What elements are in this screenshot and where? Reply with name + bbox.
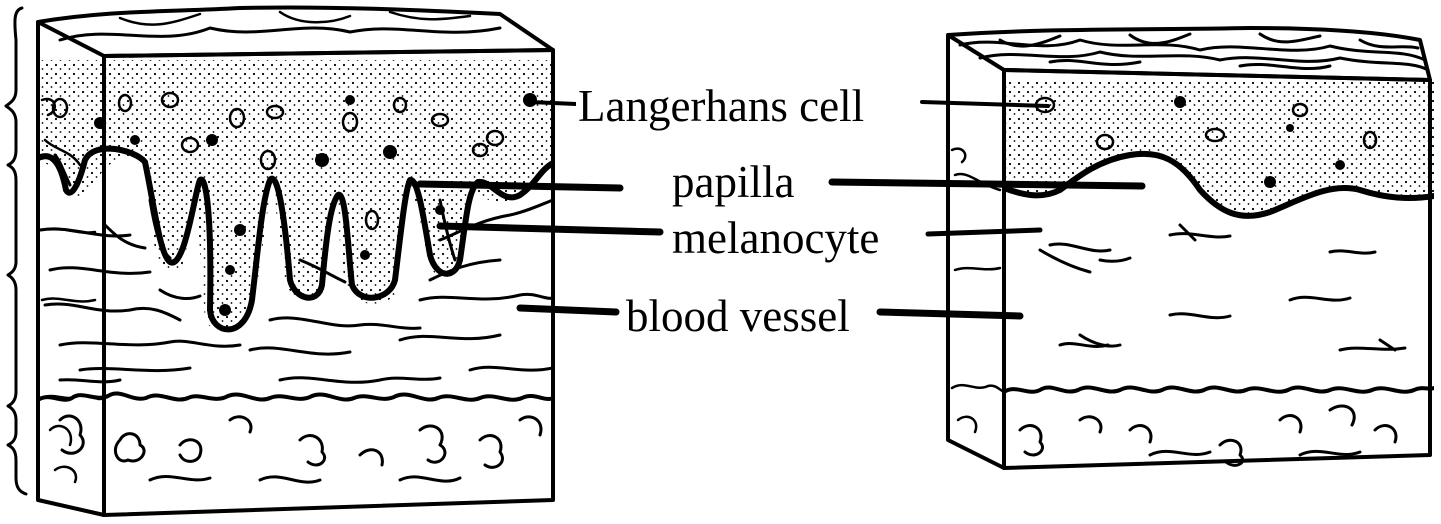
- right-skin-block: [948, 28, 1434, 468]
- right-side-texture: [952, 149, 1004, 432]
- right-subcutis-boundary: [1004, 387, 1434, 392]
- left-subcutis-boundary: [38, 393, 553, 400]
- leader-blood-left: [520, 308, 616, 312]
- leader-melanocyte-right: [928, 230, 1040, 234]
- layer-bracket: [6, 8, 26, 494]
- left-skin-block: [6, 7, 553, 515]
- right-dermis-fibers: [1040, 225, 1405, 350]
- leader-papilla-right: [832, 182, 1142, 186]
- left-fat-tissue: [60, 416, 541, 482]
- leader-langerhans-left: [530, 102, 576, 104]
- label-langerhans-cell: Langerhans cell: [576, 84, 866, 129]
- leader-melanocyte-left: [440, 226, 660, 232]
- label-papilla: papilla: [670, 160, 796, 205]
- leader-blood-right: [880, 312, 1020, 316]
- label-blood-vessel: blood vessel: [624, 294, 852, 339]
- leader-papilla-left: [420, 184, 620, 188]
- label-melanocyte: melanocyte: [670, 216, 881, 261]
- right-side-face: [948, 35, 1004, 468]
